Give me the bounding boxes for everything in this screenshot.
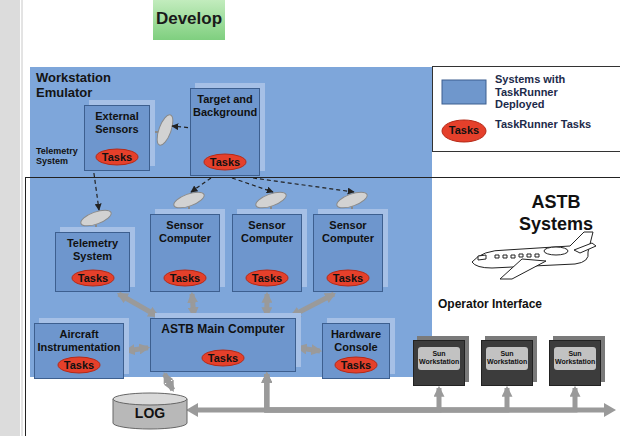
node-label: Sun Workstation	[486, 347, 528, 370]
data-link	[298, 348, 320, 351]
data-link	[267, 374, 439, 410]
antenna-dish	[79, 207, 113, 229]
node-label: Develop	[153, 9, 225, 29]
tasks-ellipse: Tasks	[95, 148, 139, 166]
tasks-label: Tasks	[245, 269, 289, 287]
annotation-label: Operator Interface	[438, 298, 578, 312]
cylinder-top	[113, 393, 187, 405]
tasks-label: Tasks	[163, 269, 207, 287]
margin-strip	[0, 0, 20, 436]
tasks-ellipse: Tasks	[245, 269, 289, 287]
legend-box: Systems with TaskRunner DeployedTaskRunn…	[432, 66, 620, 152]
tasks-ellipse: Tasks	[326, 269, 370, 287]
node-label: Aircraft Instrumentation	[37, 328, 121, 353]
label-holder: Tasks	[441, 118, 487, 142]
tasks-ellipse: Tasks	[201, 349, 245, 367]
signal-arrow	[172, 126, 188, 128]
windows	[495, 254, 539, 258]
data-link	[267, 374, 575, 410]
tasks-label: Tasks	[71, 269, 115, 287]
data-link	[192, 294, 194, 316]
legend-text: TaskRunner Tasks	[495, 118, 595, 131]
ellipse-fill	[58, 357, 100, 373]
signal-arrow	[253, 178, 354, 192]
legend-swatch-box	[441, 79, 487, 105]
legend-text: Systems with TaskRunner Deployed	[495, 73, 595, 111]
legend-row: Systems with TaskRunner Deployed	[441, 73, 616, 113]
data-link	[126, 348, 148, 351]
system-box: Sensor ComputerTasks	[232, 214, 302, 292]
tasks-label: Tasks	[201, 349, 245, 367]
antenna-dish	[254, 189, 288, 211]
system-box: ASTB Main ComputerTasks	[150, 318, 296, 372]
bus-arrowhead	[604, 403, 616, 417]
data-link	[119, 294, 158, 316]
node-label: Sensor Computer	[316, 219, 380, 244]
antenna-dish	[154, 113, 176, 147]
tasks-label: Tasks	[57, 356, 101, 374]
aircraft-illustration	[472, 232, 596, 279]
ellipse-fill	[204, 154, 246, 170]
system-box: Sensor ComputerTasks	[150, 214, 220, 292]
tasks-ellipse: Tasks	[203, 153, 247, 171]
node-label: External Sensors	[87, 110, 147, 135]
node-label: Workstation Emulator	[36, 71, 136, 101]
tasks-ellipse: Tasks	[163, 269, 207, 287]
node-label: Sun Workstation	[418, 347, 460, 370]
margin-line	[22, 0, 23, 436]
legend-swatch	[442, 80, 486, 104]
workstation-box: Sun Workstation	[413, 340, 465, 386]
ellipse-fill	[96, 149, 138, 165]
node-label: Telemetry System	[58, 237, 127, 262]
data-link	[267, 374, 507, 410]
tasks-label: Tasks	[203, 153, 247, 171]
node-label: Hardware Console	[325, 328, 387, 353]
system-box: Telemetry SystemTasks	[55, 232, 130, 292]
cockpit-window	[478, 255, 486, 260]
signal-arrow	[191, 178, 211, 192]
workstation-box: Sun Workstation	[549, 340, 601, 386]
legend-tasks-label: Tasks	[441, 118, 487, 142]
node-label: LOG	[112, 392, 188, 421]
phase-tab: Develop	[153, 0, 225, 40]
tasks-label: Tasks	[334, 356, 378, 374]
ellipse-fill	[72, 270, 114, 286]
node-label: Sensor Computer	[235, 219, 299, 244]
label-holder: Operator Interface	[438, 298, 578, 312]
system-box: Hardware ConsoleTasks	[322, 323, 390, 379]
tasks-ellipse: Tasks	[334, 356, 378, 374]
system-box: Aircraft InstrumentationTasks	[34, 323, 124, 379]
tasks-label: Tasks	[326, 269, 370, 287]
system-box: Sensor ComputerTasks	[313, 214, 383, 292]
wing	[500, 259, 546, 279]
node-label: Target and Background	[193, 93, 257, 118]
data-link	[292, 294, 334, 316]
tasks-label: Tasks	[95, 148, 139, 166]
signal-arrow	[94, 173, 99, 210]
annotation-label: Telemetry System	[36, 146, 92, 167]
node-label: ASTB Main Computer	[153, 323, 293, 337]
tasks-ellipse: Tasks	[71, 269, 115, 287]
workstation-box: Sun Workstation	[481, 340, 533, 386]
system-box: Target and BackgroundTasks	[190, 88, 260, 176]
ellipse-fill	[246, 270, 288, 286]
node-label: Sensor Computer	[153, 219, 217, 244]
bus-arrowhead	[186, 403, 198, 417]
log-cylinder: LOG	[112, 392, 188, 430]
ellipse-fill	[164, 270, 206, 286]
data-link	[165, 374, 173, 390]
ellipse-fill	[335, 357, 377, 373]
engine	[544, 247, 568, 255]
data-link	[264, 294, 269, 316]
node-label: ASTB Systems	[501, 192, 611, 235]
ellipse-fill	[327, 270, 369, 286]
antenna-dish	[172, 189, 206, 211]
ellipse-fill	[202, 350, 244, 366]
stabilizer	[574, 243, 596, 253]
system-box: External SensorsTasks	[84, 105, 150, 171]
node-label: Sun Workstation	[554, 347, 596, 370]
tasks-ellipse: Tasks	[57, 356, 101, 374]
label-holder: Telemetry System	[36, 146, 92, 167]
